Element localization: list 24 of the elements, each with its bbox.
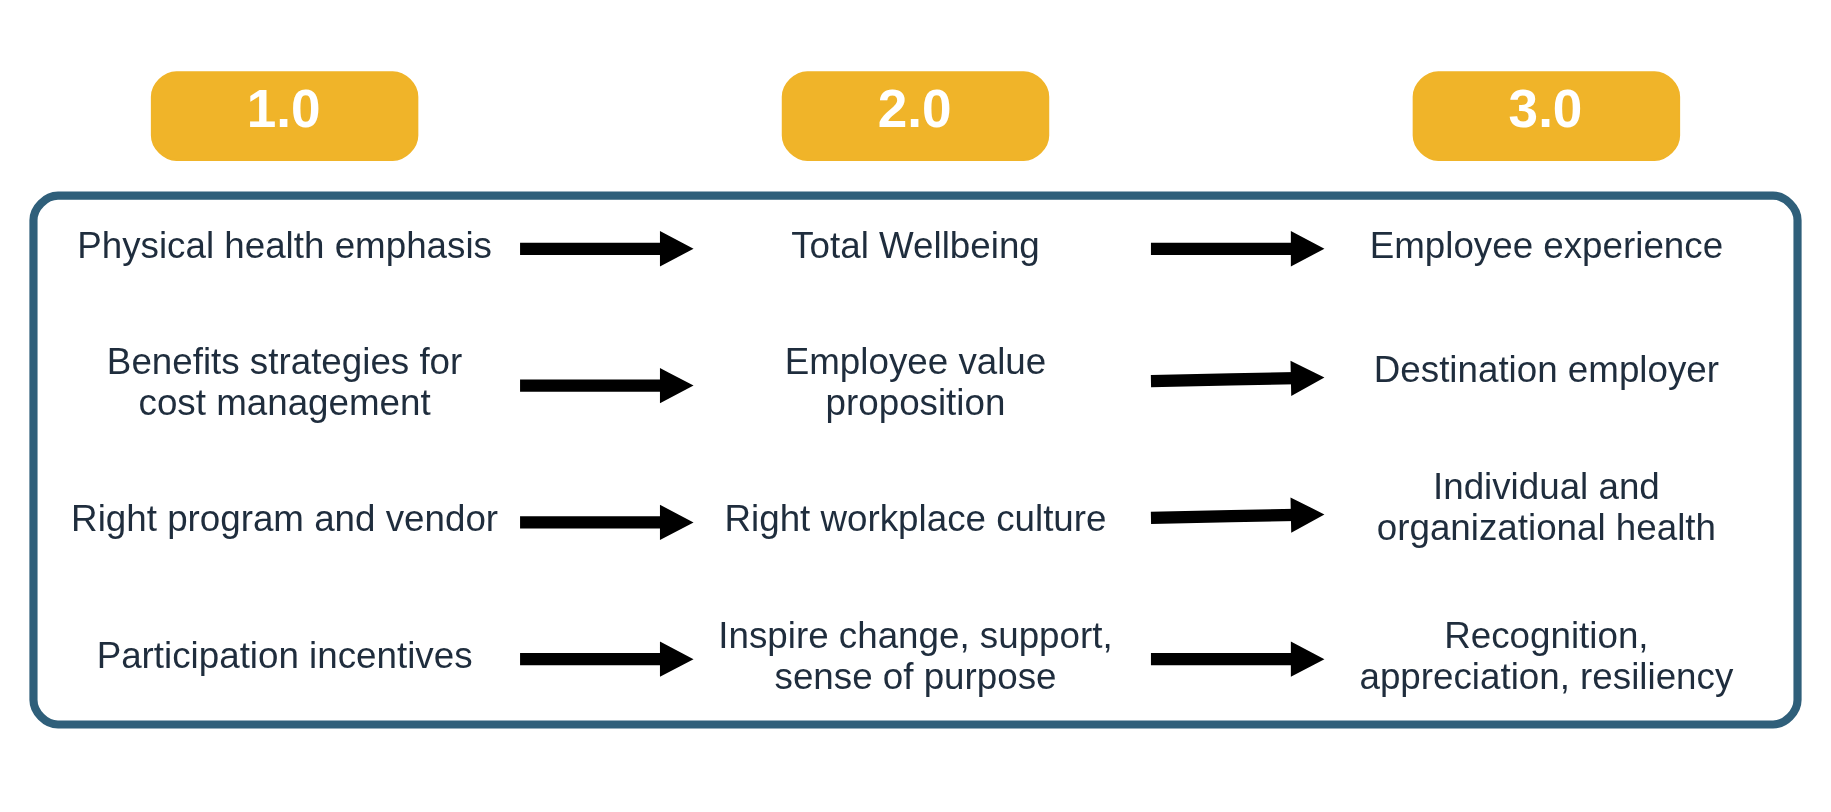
arrow (520, 504, 694, 540)
node-box: 1.0 (150, 70, 419, 161)
node-text: Destination employer (1373, 348, 1719, 390)
node-text: Benefits strategies for cost management (106, 340, 463, 423)
node-text: Physical health emphasis (77, 224, 492, 266)
arrow (1150, 641, 1325, 677)
arrow (520, 230, 694, 266)
node-text: Employee experience (1369, 224, 1724, 266)
node-text: Right program and vendor (71, 497, 499, 539)
arrow (1150, 496, 1325, 533)
cluster (29, 191, 1802, 729)
node-text: Total Wellbeing (791, 224, 1040, 266)
node-box: 2.0 (781, 70, 1050, 161)
arrow (1150, 360, 1325, 396)
node-text: Participation incentives (96, 634, 473, 676)
node-text: Right workplace culture (724, 497, 1107, 539)
arrow (520, 641, 694, 677)
node-box: 3.0 (1412, 70, 1681, 161)
node-text: Individual and organizational health (1376, 465, 1716, 548)
node-text: Inspire change, support, sense of purpose (718, 614, 1113, 697)
arrow (520, 367, 694, 403)
node-text: Recognition, appreciation, resiliency (1359, 614, 1734, 697)
arrow (1150, 230, 1325, 266)
node-text: Employee value proposition (784, 340, 1047, 423)
